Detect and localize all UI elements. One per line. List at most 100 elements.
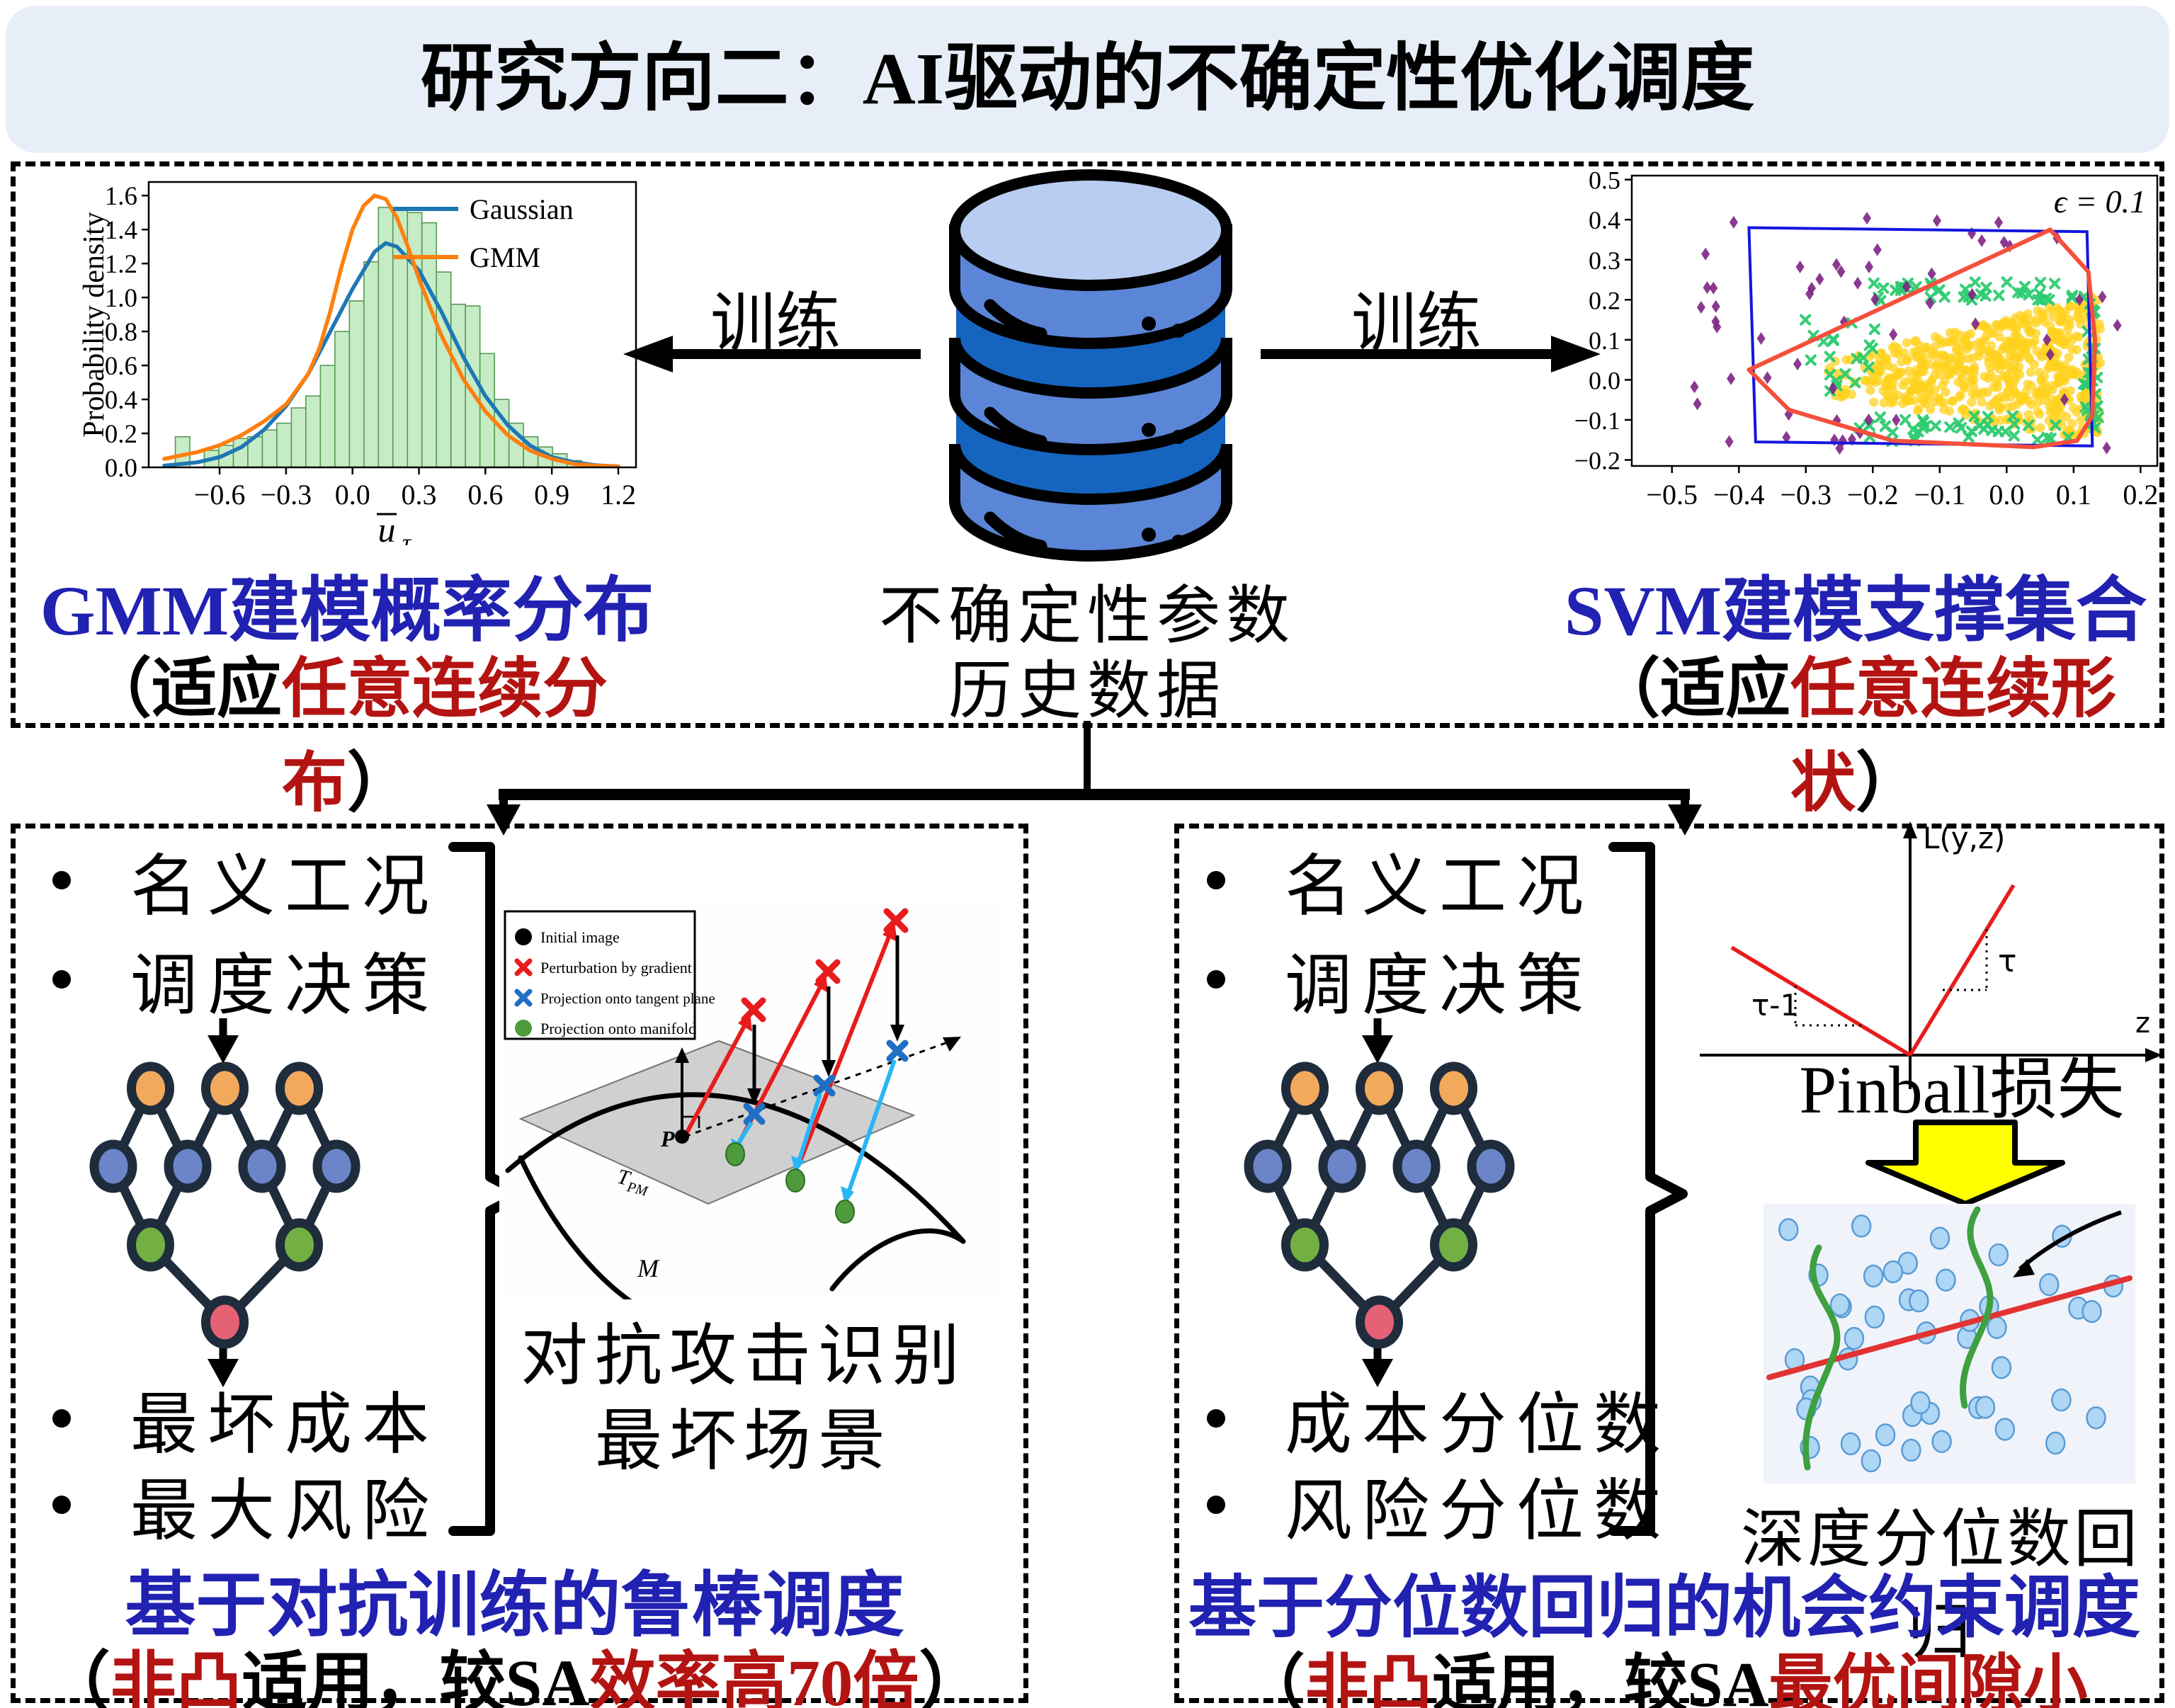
- list-item: 调度决策: [42, 936, 482, 1023]
- svg-text:0.4: 0.4: [105, 386, 137, 415]
- gmm-sub-pre: 适应: [151, 653, 282, 725]
- svg-text:−0.2: −0.2: [1574, 447, 1620, 475]
- gmm-sub-emphasis: 任意连续分布: [281, 653, 608, 819]
- svg-text:−0.6: −0.6: [194, 479, 246, 511]
- db-caption-line1: 不确定性参数: [879, 581, 1295, 651]
- svg-text:0.2: 0.2: [2123, 479, 2158, 511]
- list-item: 风险分位数: [1197, 1462, 1661, 1549]
- legend-item: Initial image: [540, 928, 620, 946]
- legend-item: Perturbation by gradient: [540, 959, 692, 977]
- gmm-caption-sub: （适应任意连续分布）: [21, 636, 673, 824]
- bullet-icon: [52, 1409, 71, 1428]
- green-dot-icon: [515, 1020, 532, 1037]
- dqr-caption: 深度分位数回归: [1741, 1505, 2140, 1667]
- svg-text:0.6: 0.6: [467, 479, 503, 511]
- red-x-icon: [514, 958, 533, 977]
- left-footer-mid: 适用，较SA: [242, 1647, 590, 1708]
- deep-quantile-regression-illustration: [1764, 1204, 2135, 1484]
- left-footer-em1: 非凸: [110, 1647, 242, 1708]
- train-right-label: 训练: [1351, 287, 1482, 360]
- pinball-caption: Pinball损失: [1799, 1052, 2125, 1127]
- svg-text:−0.3: −0.3: [261, 479, 312, 511]
- bullet-icon: [52, 871, 71, 889]
- svg-text:0.0: 0.0: [335, 479, 370, 511]
- paren-open: （: [1594, 653, 1660, 725]
- svg-text:0.1: 0.1: [2056, 479, 2091, 511]
- svg-text:1.6: 1.6: [105, 182, 137, 211]
- bullet-icon: [1207, 970, 1225, 989]
- svg-text:0.3: 0.3: [402, 479, 437, 511]
- svg-text:−0.5: −0.5: [1646, 479, 1698, 511]
- chance-section-box: [1174, 824, 2164, 1703]
- blue-x-icon: [514, 989, 533, 1007]
- svg-text:Probability density: Probability density: [78, 212, 110, 438]
- svg-text:Gaussian: Gaussian: [470, 193, 574, 225]
- svg-text:1.2: 1.2: [105, 250, 137, 279]
- svg-text:0.0: 0.0: [1589, 366, 1620, 394]
- right-footer-title: 基于分位数回归的机会约束调度: [1188, 1570, 2140, 1646]
- svg-text:L(y,z): L(y,z): [1923, 821, 2005, 855]
- legend-item: Projection onto manifold: [540, 1020, 696, 1037]
- right-grouping-bracket: [1608, 842, 1688, 1536]
- page-title: 研究方向二：AI驱动的不确定性优化调度: [420, 38, 1755, 120]
- svg-text:0.8: 0.8: [105, 318, 137, 347]
- right-footer-mid: 适用，较SA: [1432, 1650, 1769, 1708]
- left-illustration-caption-2: 最坏场景: [594, 1404, 892, 1479]
- neural-network-left: [89, 1061, 360, 1349]
- left-input-list: 名义工况 调度决策: [42, 837, 482, 1023]
- svg-text:−0.3: −0.3: [1780, 479, 1832, 511]
- list-item: 最坏成本: [42, 1375, 482, 1462]
- svg-text:−0.4: −0.4: [1713, 479, 1765, 511]
- illustration-legend: Initial image Perturbation by gradient P…: [504, 910, 715, 1040]
- svg-text:GMM: GMM: [470, 241, 540, 273]
- svg-text:1.4: 1.4: [105, 216, 137, 245]
- svm-support-set-chart: −0.2 −0.1 0.0 0.1 0.2 0.3 0.4 0.5 −0.5 −0.4 −0.3 −0…: [1574, 169, 2159, 511]
- database-icon: [949, 169, 1232, 562]
- svm-caption-title: SVM建模支撑集合: [1564, 571, 2147, 650]
- svg-text:−0.2: −0.2: [1847, 479, 1899, 511]
- svm-sub-emphasis: 任意连续形状: [1790, 653, 2117, 819]
- bullet-icon: [1207, 1496, 1225, 1514]
- svg-text:τ: τ: [1998, 943, 2017, 979]
- svg-text:0.2: 0.2: [1589, 286, 1620, 314]
- svg-text:1.2: 1.2: [601, 479, 636, 511]
- svg-text:0.6: 0.6: [105, 352, 137, 381]
- pinball-loss-chart: L(y,z) z τ-1 τ: [1700, 821, 2162, 1089]
- title-banner: 研究方向二：AI驱动的不确定性优化调度: [6, 6, 2169, 153]
- svm-caption-sub: （适应任意连续形状）: [1537, 636, 2174, 824]
- bullet-icon: [1207, 871, 1225, 889]
- manifold-label: M: [637, 1254, 660, 1282]
- robust-section-box: [11, 824, 1028, 1703]
- right-footer-em1: 非凸: [1305, 1650, 1433, 1708]
- svg-text:0.4: 0.4: [1589, 206, 1620, 234]
- svg-text:−0.1: −0.1: [1574, 406, 1620, 435]
- svg-text:0.0: 0.0: [1989, 479, 2024, 511]
- left-illustration-caption-1: 对抗攻击识别: [520, 1319, 967, 1394]
- train-left-label: 训练: [710, 287, 841, 360]
- svg-text:0.5: 0.5: [1589, 169, 1620, 195]
- list-item: 名义工况: [1197, 837, 1636, 924]
- svg-text:0.3: 0.3: [1589, 246, 1620, 275]
- svm-sub-pre: 适应: [1659, 653, 1790, 725]
- svg-text:τ-1: τ-1: [1751, 988, 1799, 1023]
- svg-text:0.2: 0.2: [105, 420, 137, 449]
- bullet-icon: [52, 1496, 71, 1514]
- svg-text:z: z: [2135, 1007, 2150, 1040]
- p-label: P: [660, 1126, 675, 1151]
- legend-item: Projection onto tangent plane: [540, 990, 715, 1007]
- initial-point: [675, 1129, 689, 1144]
- db-caption-line2: 历史数据: [948, 656, 1226, 727]
- list-item: 最大风险: [42, 1462, 482, 1549]
- paren-close: ）: [919, 1647, 985, 1708]
- paren-close: ）: [347, 747, 413, 819]
- paren-open: （: [44, 1647, 110, 1708]
- svg-text:−0.1: −0.1: [1914, 479, 1966, 511]
- yellow-down-arrow: [1865, 1120, 2065, 1207]
- gmm-caption-title: GMM建模概率分布: [40, 571, 654, 650]
- svg-text:τ: τ: [402, 530, 412, 545]
- svg-text:1.0: 1.0: [105, 284, 137, 313]
- adversarial-manifold-illustration: P TPM M Initial image Perturbation by gr…: [499, 903, 1002, 1299]
- paren-open: （: [86, 653, 152, 725]
